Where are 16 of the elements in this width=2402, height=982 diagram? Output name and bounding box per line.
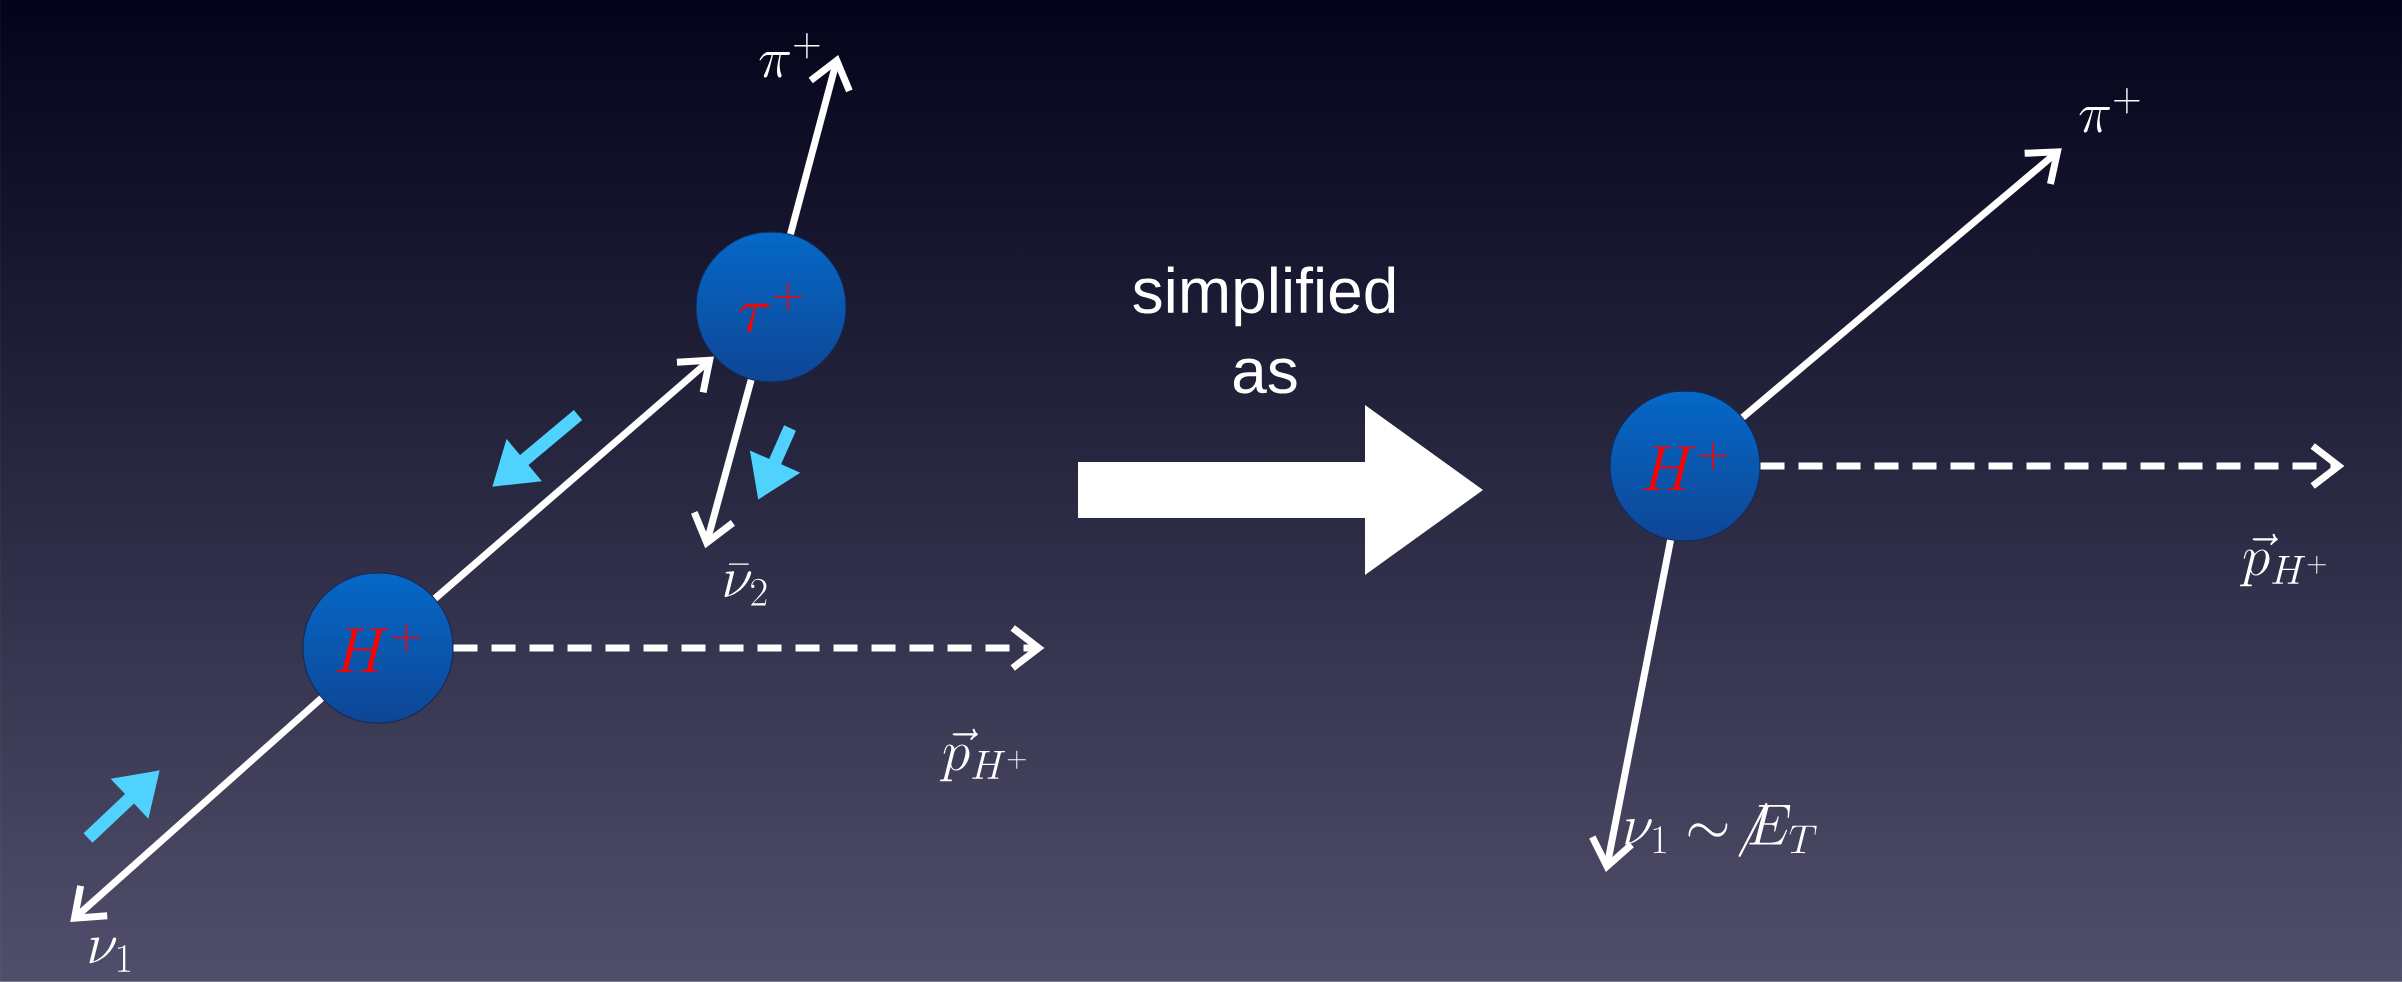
arrow [1760, 443, 2345, 489]
particle-label: $\nu_1 \sim \not{E}_T$ [1625, 802, 1817, 858]
particle-label: $\vec{p}_{H^+}$ [939, 728, 1026, 782]
arrow [453, 625, 1045, 671]
arrow [1589, 539, 1674, 872]
arrow [787, 55, 853, 235]
arrow [1740, 148, 2062, 420]
particle-label: $\vec{p}_{H^+}$ [2239, 533, 2326, 587]
particle-label: $\pi^+$ [759, 33, 820, 78]
caption-text: simplified as [1133, 266, 1395, 394]
particle-label: $\bar{\nu}_2$ [724, 563, 767, 606]
arrow [70, 695, 324, 922]
arrow [691, 378, 755, 549]
particle-label: $\pi^+$ [2079, 88, 2140, 133]
particle-label: $\nu_1$ [89, 937, 131, 972]
arrow [432, 356, 714, 602]
